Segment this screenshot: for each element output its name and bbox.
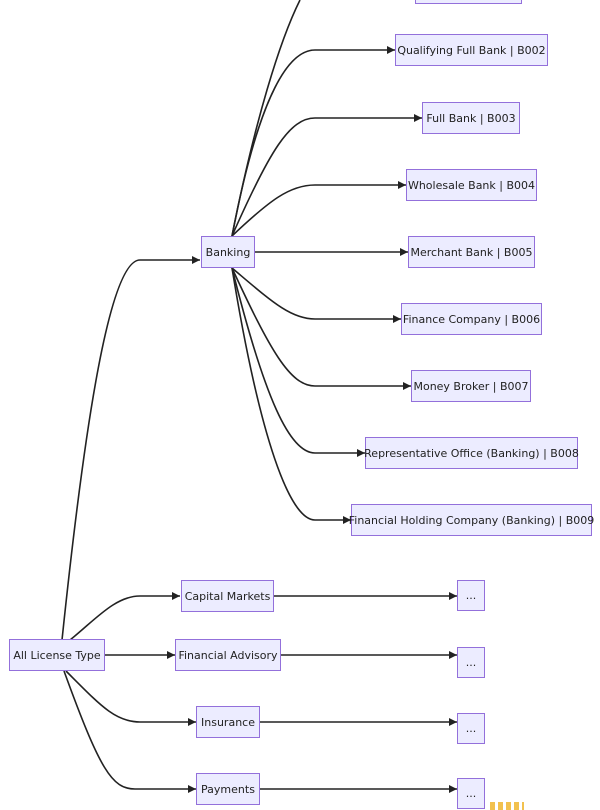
node-capital-markets-more[interactable]: ...	[457, 580, 485, 611]
edge-root-capital-markets	[69, 592, 180, 641]
node-financial-advisory[interactable]: Financial Advisory	[175, 639, 281, 671]
node-banking[interactable]: Banking	[201, 236, 255, 268]
edge-banking-b001	[231, 0, 301, 237]
node-payments[interactable]: Payments	[196, 773, 260, 805]
edge-root-banking	[61, 256, 200, 641]
node-insurance[interactable]: Insurance	[196, 706, 260, 738]
node-payments-more[interactable]: ...	[457, 778, 485, 809]
node-all-license-type[interactable]: All License Type	[9, 639, 105, 671]
edge-banking-b009	[231, 267, 351, 524]
edge-banking-b003	[231, 114, 422, 237]
node-representative-office[interactable]: Representative Office (Banking) | B008	[364, 437, 579, 469]
edge-banking-b006	[231, 267, 401, 323]
node-money-broker[interactable]: Money Broker | B007	[411, 370, 531, 402]
node-wholesale-bank[interactable]: Wholesale Bank | B004	[406, 169, 537, 201]
edge-banking-b002	[231, 46, 395, 237]
edge-root-payments	[63, 670, 196, 793]
node-b001[interactable]	[415, 0, 522, 4]
edge-banking-b007	[231, 267, 411, 390]
edge-banking-b004	[231, 181, 406, 237]
node-financial-holding-company[interactable]: Financial Holding Company (Banking) | B0…	[349, 504, 594, 536]
watermark-mark	[490, 802, 524, 810]
node-merchant-bank[interactable]: Merchant Bank | B005	[408, 236, 535, 268]
node-finance-company[interactable]: Finance Company | B006	[401, 303, 542, 335]
node-insurance-more[interactable]: ...	[457, 713, 485, 744]
node-qualifying-full-bank[interactable]: Qualifying Full Bank | B002	[395, 34, 548, 66]
edge-banking-b008	[231, 267, 365, 457]
node-full-bank[interactable]: Full Bank | B003	[422, 102, 520, 134]
node-financial-advisory-more[interactable]: ...	[457, 647, 485, 678]
node-capital-markets[interactable]: Capital Markets	[181, 580, 274, 612]
edge-root-insurance	[65, 670, 196, 726]
